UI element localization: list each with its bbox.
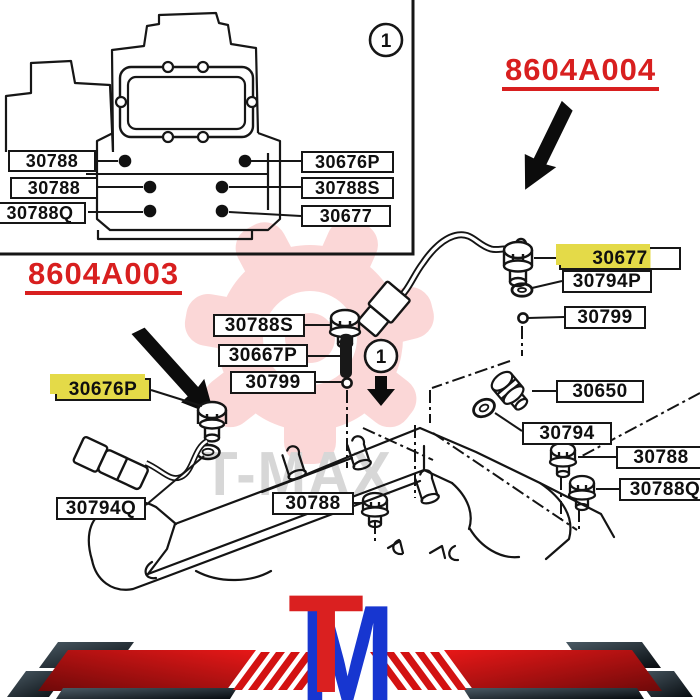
callout-8604A003: 8604A003 xyxy=(25,258,183,295)
part-label-30650: 30650 xyxy=(556,380,644,403)
part-label-30788-inset-2: 30788 xyxy=(10,177,98,199)
ball-icon xyxy=(341,377,353,389)
fuel-pipe-art xyxy=(357,231,528,338)
part-label-30788s-inset: 30788S xyxy=(301,177,394,199)
sensor-wire-art xyxy=(72,435,209,491)
part-label-30788q-inset: 30788Q xyxy=(0,202,86,224)
part-label-30799-left: 30799 xyxy=(230,371,316,394)
part-label-30794: 30794 xyxy=(522,422,612,445)
part-label-30788q: 30788Q xyxy=(619,478,700,501)
part-label-30677-highlighted: 30677 xyxy=(556,244,681,270)
part-label-30667p: 30667P xyxy=(218,344,308,367)
big-arrow-right-icon xyxy=(524,100,573,190)
ball-icon xyxy=(517,312,529,324)
inset-box-border xyxy=(0,0,415,256)
leader-lines xyxy=(145,257,619,506)
part-label-30794p: 30794P xyxy=(562,270,652,293)
logo-stripes-left xyxy=(7,642,330,699)
callout-8604A004: 8604A004 xyxy=(502,54,660,91)
logo-letter-t: T xyxy=(288,565,364,700)
part-label-30677-inset: 30677 xyxy=(301,205,391,227)
engine-outline-art xyxy=(87,426,616,591)
oring-icon xyxy=(472,397,496,419)
inset-leader-lines xyxy=(86,160,302,217)
diagram-badge-number: 1 xyxy=(376,347,387,368)
sensor-icon-30650 xyxy=(490,370,529,411)
dash-dot-lines xyxy=(346,326,700,543)
inset-badge-number: 1 xyxy=(381,31,392,52)
big-arrow-left-icon xyxy=(131,327,215,416)
logo-stripes-right xyxy=(370,642,693,699)
inset-engine-art xyxy=(4,11,282,241)
inset-dots xyxy=(118,154,252,218)
inset-circle-badge: 1 xyxy=(368,22,404,58)
union-fitting-icon xyxy=(196,400,228,443)
part-label-30788-bottom: 30788 xyxy=(272,492,354,515)
union-fitting-icon xyxy=(502,240,534,288)
part-label-30788-inset-1: 30788 xyxy=(8,150,96,172)
oring-icon xyxy=(510,282,534,298)
part-label-30788s: 30788S xyxy=(213,314,305,337)
part-label-30676p-highlighted: 30676P xyxy=(50,374,151,401)
diagram-circle-badge: 1 xyxy=(363,338,399,406)
part-label-30799-right: 30799 xyxy=(564,306,646,329)
arrow-down-icon xyxy=(367,376,395,406)
part-label-30676p-inset: 30676P xyxy=(301,151,394,173)
logo-letter-m: M xyxy=(300,577,395,700)
part-label-30788-right: 30788 xyxy=(616,446,700,469)
part-label-30794q: 30794Q xyxy=(56,497,146,520)
stud-icon-30667p xyxy=(340,333,352,378)
bolt-icon-30788q xyxy=(567,474,597,512)
